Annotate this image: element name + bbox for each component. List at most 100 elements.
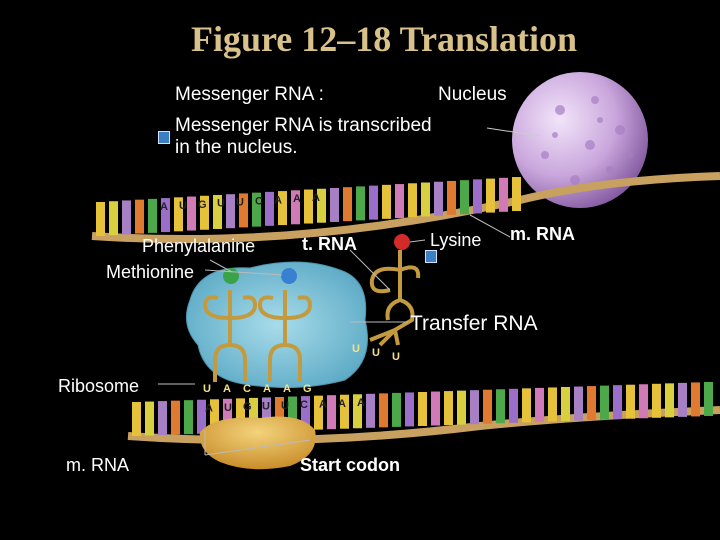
lower-strand-nucleotide [704, 381, 713, 416]
trna-methionine [257, 290, 313, 382]
lower-strand-nucleotide [496, 389, 505, 424]
lower-strand-nucleotide [327, 395, 336, 430]
nucleus-label: Nucleus [438, 84, 507, 105]
lower-strand-nucleotide [691, 382, 700, 417]
lower-strand-nucleotide [132, 402, 141, 436]
upper-strand-base-letter: U [179, 200, 187, 212]
lower-strand-nucleotide [587, 386, 596, 421]
upper-strand-nucleotide [174, 197, 183, 232]
methionine-label: Methionine [106, 262, 195, 282]
start-codon-label: Start codon [300, 455, 401, 475]
ribosome-anticodon-letter: C [243, 383, 251, 395]
lower-strand-nucleotide [158, 401, 167, 436]
upper-strand-nucleotide [486, 178, 495, 213]
page-title: Figure 12–18 Translation [190, 19, 578, 59]
messenger-rna-heading: Messenger RNA : [175, 84, 324, 105]
trna-phenylalanine [202, 290, 258, 382]
upper-strand-nucleotide [304, 189, 313, 224]
lower-strand-nucleotide [457, 390, 466, 425]
trna-label: t. RNA [302, 234, 357, 254]
lower-strand-nucleotide [574, 386, 583, 421]
lower-strand-nucleotide [678, 382, 687, 417]
lower-strand-nucleotide [262, 397, 271, 432]
lower-strand-base-letter: A [357, 397, 365, 409]
upper-strand-nucleotide [278, 191, 287, 226]
upper-strand-nucleotide [473, 179, 482, 214]
upper-strand-nucleotide [135, 199, 144, 234]
upper-strand-nucleotide [148, 198, 157, 233]
lower-strand-nucleotide [626, 384, 635, 419]
upper-strand-nucleotide [447, 180, 456, 215]
upper-strand-nucleotide [265, 191, 274, 226]
ribosome-anticodon-letter: G [303, 383, 312, 395]
lower-strand-nucleotide [405, 392, 414, 427]
lower-strand-base-letter: A [338, 398, 346, 410]
ribosome-anticodon-letter: A [263, 383, 271, 395]
free-trna-anticodon-letter: U [392, 351, 400, 363]
upper-strand-nucleotide [122, 200, 131, 235]
lower-strand-nucleotide [223, 398, 232, 433]
upper-strand-nucleotide [499, 177, 508, 212]
lower-strand-base-letter: U [224, 402, 232, 414]
lower-strand-nucleotide [392, 392, 401, 427]
lower-strand-base-letter: C [300, 399, 308, 411]
lower-strand-base-letter: A [205, 402, 213, 414]
lower-strand-nucleotide [301, 396, 310, 431]
upper-strand-nucleotide [343, 187, 352, 222]
lysine-label: Lysine [430, 230, 482, 250]
lower-strand-nucleotide [522, 388, 531, 423]
upper-strand-nucleotide [252, 192, 261, 227]
upper-strand-nucleotide [356, 186, 365, 221]
ribosome-anticodon-letter: A [223, 383, 231, 395]
upper-strand-nucleotide [330, 187, 339, 222]
lower-strand-nucleotide [275, 396, 284, 431]
upper-strand-nucleotide [434, 181, 443, 216]
lower-strand-base-letter: U [281, 400, 289, 412]
upper-strand-base-letter: U [236, 197, 244, 209]
step-marker-icon[interactable] [158, 131, 170, 144]
ribosome-anticodon-letter: U [203, 383, 211, 395]
upper-strand-nucleotide [226, 194, 235, 229]
lower-strand-nucleotide [184, 400, 193, 435]
lower-strand-nucleotide [561, 386, 570, 421]
upper-strand-base-letter: A [160, 201, 168, 213]
lower-strand-nucleotide [379, 393, 388, 428]
mrna-bottom-label: m. RNA [66, 455, 129, 475]
pointer-lines [158, 214, 511, 456]
lysine-amino-acid [394, 234, 410, 250]
trna-lysine [369, 250, 421, 347]
upper-strand-base-letter: C [255, 195, 263, 207]
lower-strand-nucleotide [639, 384, 648, 419]
upper-strand-nucleotide [408, 183, 417, 218]
upper-strand-base-letter: A [274, 194, 282, 206]
nucleus-sphere [512, 72, 648, 208]
lower-strand-nucleotide [197, 399, 206, 434]
upper-strand-nucleotide [213, 194, 222, 229]
upper-strand-nucleotide [291, 190, 300, 225]
upper-strand-base-letter: A [312, 192, 320, 204]
lower-strand-nucleotide [210, 399, 219, 434]
upper-strand-nucleotide [317, 188, 326, 223]
methionine-amino-acid [281, 268, 297, 284]
upper-strand-base-letter: G [198, 199, 207, 211]
upper-strand-nucleotide [421, 182, 430, 217]
free-trna-anticodon-letter: U [372, 347, 380, 359]
lower-strand-nucleotide [613, 385, 622, 420]
lower-strand-nucleotide [652, 383, 661, 418]
lower-strand-base-letter: A [319, 398, 327, 410]
upper-strand-nucleotide [187, 196, 196, 231]
lower-strand-nucleotide [249, 397, 258, 432]
lower-strand-nucleotide [535, 387, 544, 422]
upper-strand-nucleotide [96, 202, 105, 236]
lower-strand-nucleotide [431, 391, 440, 426]
upper-strand-nucleotide [161, 198, 170, 233]
upper-strand-nucleotide [369, 185, 378, 220]
upper-strand-nucleotide [512, 177, 521, 212]
messenger-rna-note: Messenger RNA is transcribed in the nucl… [175, 115, 432, 158]
ribosome-anticodon-letter: A [283, 383, 291, 395]
step-marker-icon[interactable] [425, 250, 437, 263]
lower-strand-nucleotide [145, 401, 154, 436]
nucleus-pointer [486, 127, 541, 137]
